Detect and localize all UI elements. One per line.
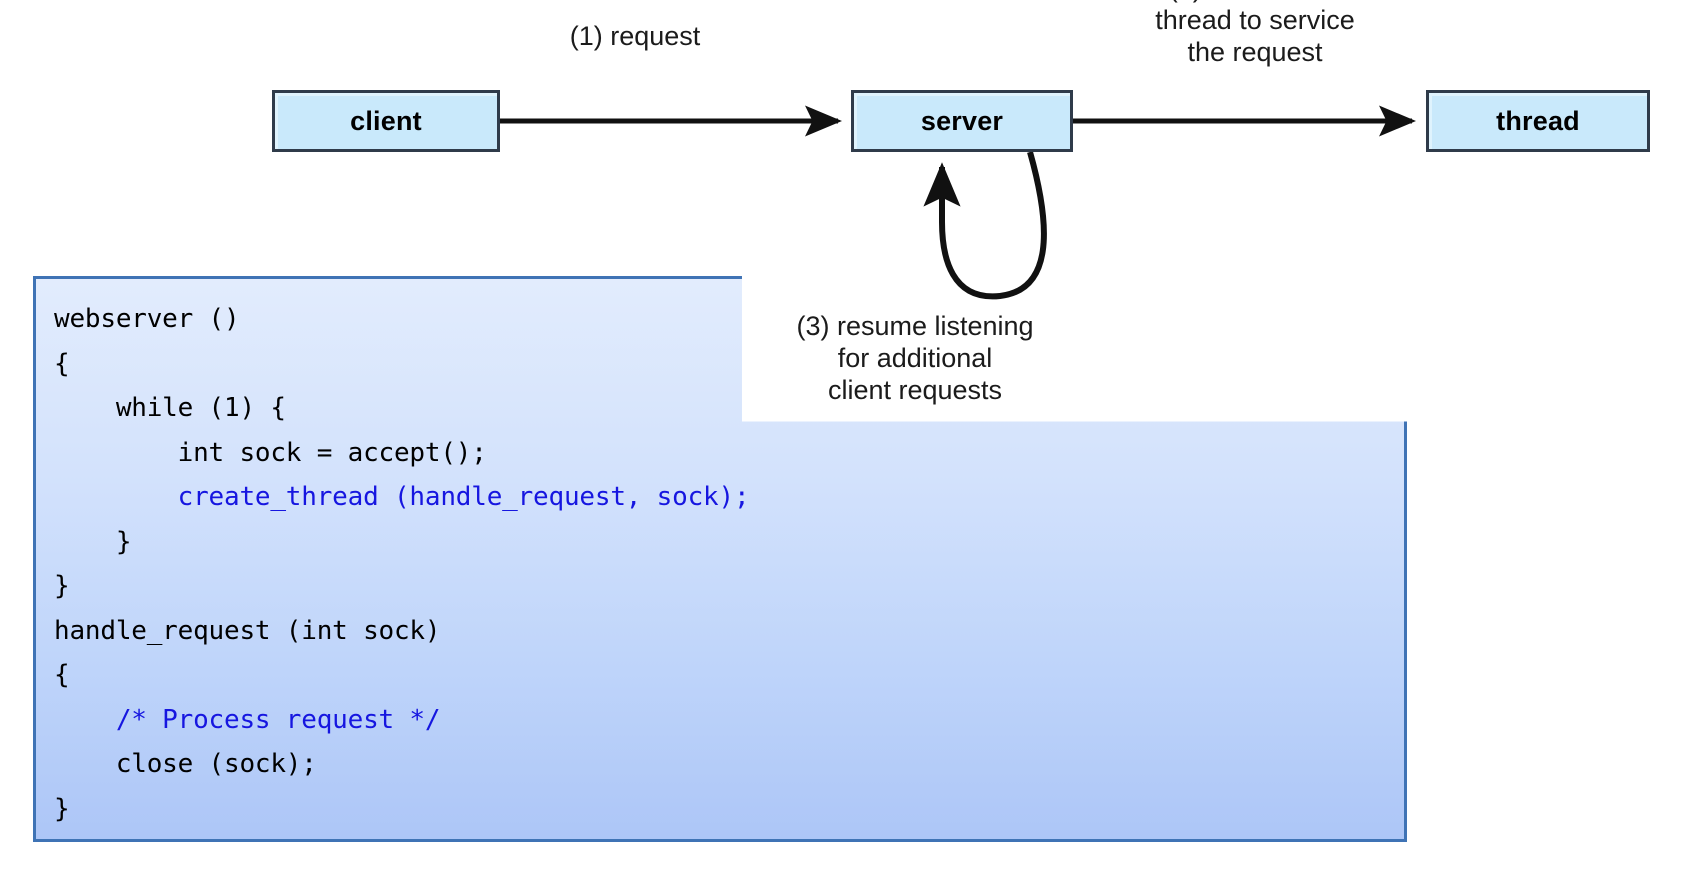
caption-step-1: (1) request [569, 21, 701, 51]
code-line: webserver () [54, 304, 240, 334]
node-client[interactable]: client [272, 90, 500, 152]
node-client-label: client [350, 105, 422, 136]
arrow-server-self-loop [923, 151, 1047, 300]
code-block: webserver () { while (1) { int sock = acc… [36, 279, 1404, 839]
code-line: while (1) { [54, 393, 286, 423]
code-line: handle_request (int sock) [54, 615, 441, 646]
code-line: create_thread (handle_request, sock); [54, 482, 750, 512]
code-line: { [54, 660, 70, 690]
node-server[interactable]: server [851, 90, 1073, 152]
code-line: { [54, 348, 70, 379]
caption-step-2: (2) create new thread to service the req… [1155, 0, 1355, 67]
code-line: int sock = accept(); [54, 437, 487, 468]
node-thread[interactable]: thread [1426, 90, 1650, 152]
code-line: } [54, 571, 70, 601]
code-panel: webserver () { while (1) { int sock = acc… [33, 276, 1407, 842]
code-line: /* Process request */ [54, 704, 441, 735]
code-line: close (sock); [54, 749, 317, 779]
node-thread-label: thread [1496, 105, 1580, 136]
caption-step-3: (3) resume listening for additional clie… [796, 311, 1034, 405]
code-line: } [54, 526, 132, 557]
node-server-label: server [920, 105, 1004, 136]
code-line: } [54, 793, 70, 824]
